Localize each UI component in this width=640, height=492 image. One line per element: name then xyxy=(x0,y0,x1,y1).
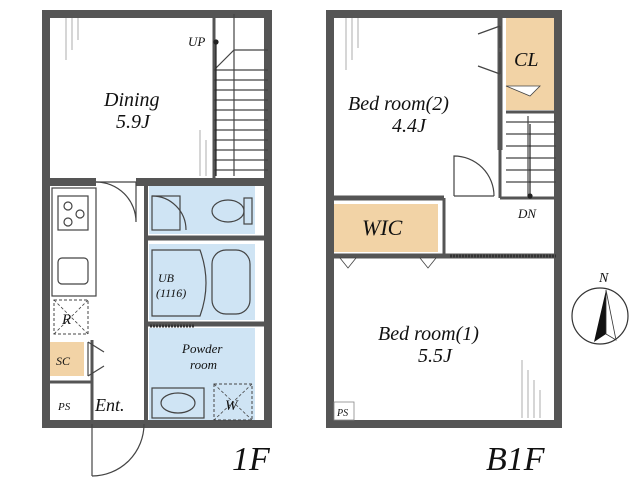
kitchen-counter xyxy=(51,187,97,297)
dining-label: Dining xyxy=(103,89,160,111)
toilet xyxy=(151,195,253,231)
wic-label: WIC xyxy=(362,215,403,240)
entrance-label: Ent. xyxy=(94,395,125,415)
outer-wall-1f xyxy=(42,10,272,428)
dining-size: 5.9J xyxy=(116,111,151,133)
shoe-closet-label: SC xyxy=(56,354,71,368)
refrigerator xyxy=(53,299,89,335)
outer-wall-b1f xyxy=(326,10,562,428)
powder-room-area xyxy=(149,328,255,420)
wic-doors xyxy=(339,254,556,269)
floor-label-b1f: B1F xyxy=(486,441,546,478)
bathtub xyxy=(150,249,251,328)
compass-north-label: N xyxy=(598,271,609,286)
closet-label: CL xyxy=(514,49,538,71)
powder-room-label-1: Powder xyxy=(181,341,223,356)
pipe-space-label-1f: PS xyxy=(57,401,71,413)
shoe-closet-area xyxy=(50,342,84,376)
pipe-space-label-b1f: PS xyxy=(336,408,348,419)
floor-label-1f: 1F xyxy=(232,441,271,478)
floor-1f: UP R xyxy=(42,10,272,478)
stairs-up xyxy=(213,14,268,176)
unit-bath-label: UB xyxy=(158,271,175,285)
bedroom-hatching xyxy=(345,18,541,418)
bedroom2-label: Bed room(2) xyxy=(348,93,449,115)
stairs-down xyxy=(506,116,556,199)
stairs-down-label: DN xyxy=(517,206,537,221)
compass xyxy=(571,287,629,345)
bedroom1-size: 5.5J xyxy=(418,345,453,367)
washer xyxy=(213,383,253,421)
stairs-up-label: UP xyxy=(188,34,205,49)
compass-needle-icon xyxy=(594,290,606,342)
washer-label: W xyxy=(225,398,239,414)
dining-hatching xyxy=(65,18,207,176)
kitchen-door xyxy=(95,181,137,223)
unit-bath-spec: (1116) xyxy=(156,286,186,300)
shoe-closet-door xyxy=(87,341,105,377)
bedroom2-size: 4.4J xyxy=(392,115,427,137)
wic-area xyxy=(334,204,438,252)
bedroom2-door xyxy=(453,155,495,197)
closet-doors xyxy=(477,25,541,97)
powder-room-label-2: room xyxy=(190,357,217,372)
powder-sink xyxy=(151,387,205,419)
bedroom1-label: Bed room(1) xyxy=(378,323,479,345)
refrigerator-label: R xyxy=(61,312,71,328)
toilet-area xyxy=(149,186,255,234)
entrance-door xyxy=(91,423,145,477)
pipe-space-b1f xyxy=(333,401,355,421)
floor-b1f: CL DN WIC Bed room(2) 4.4J B xyxy=(326,10,562,478)
